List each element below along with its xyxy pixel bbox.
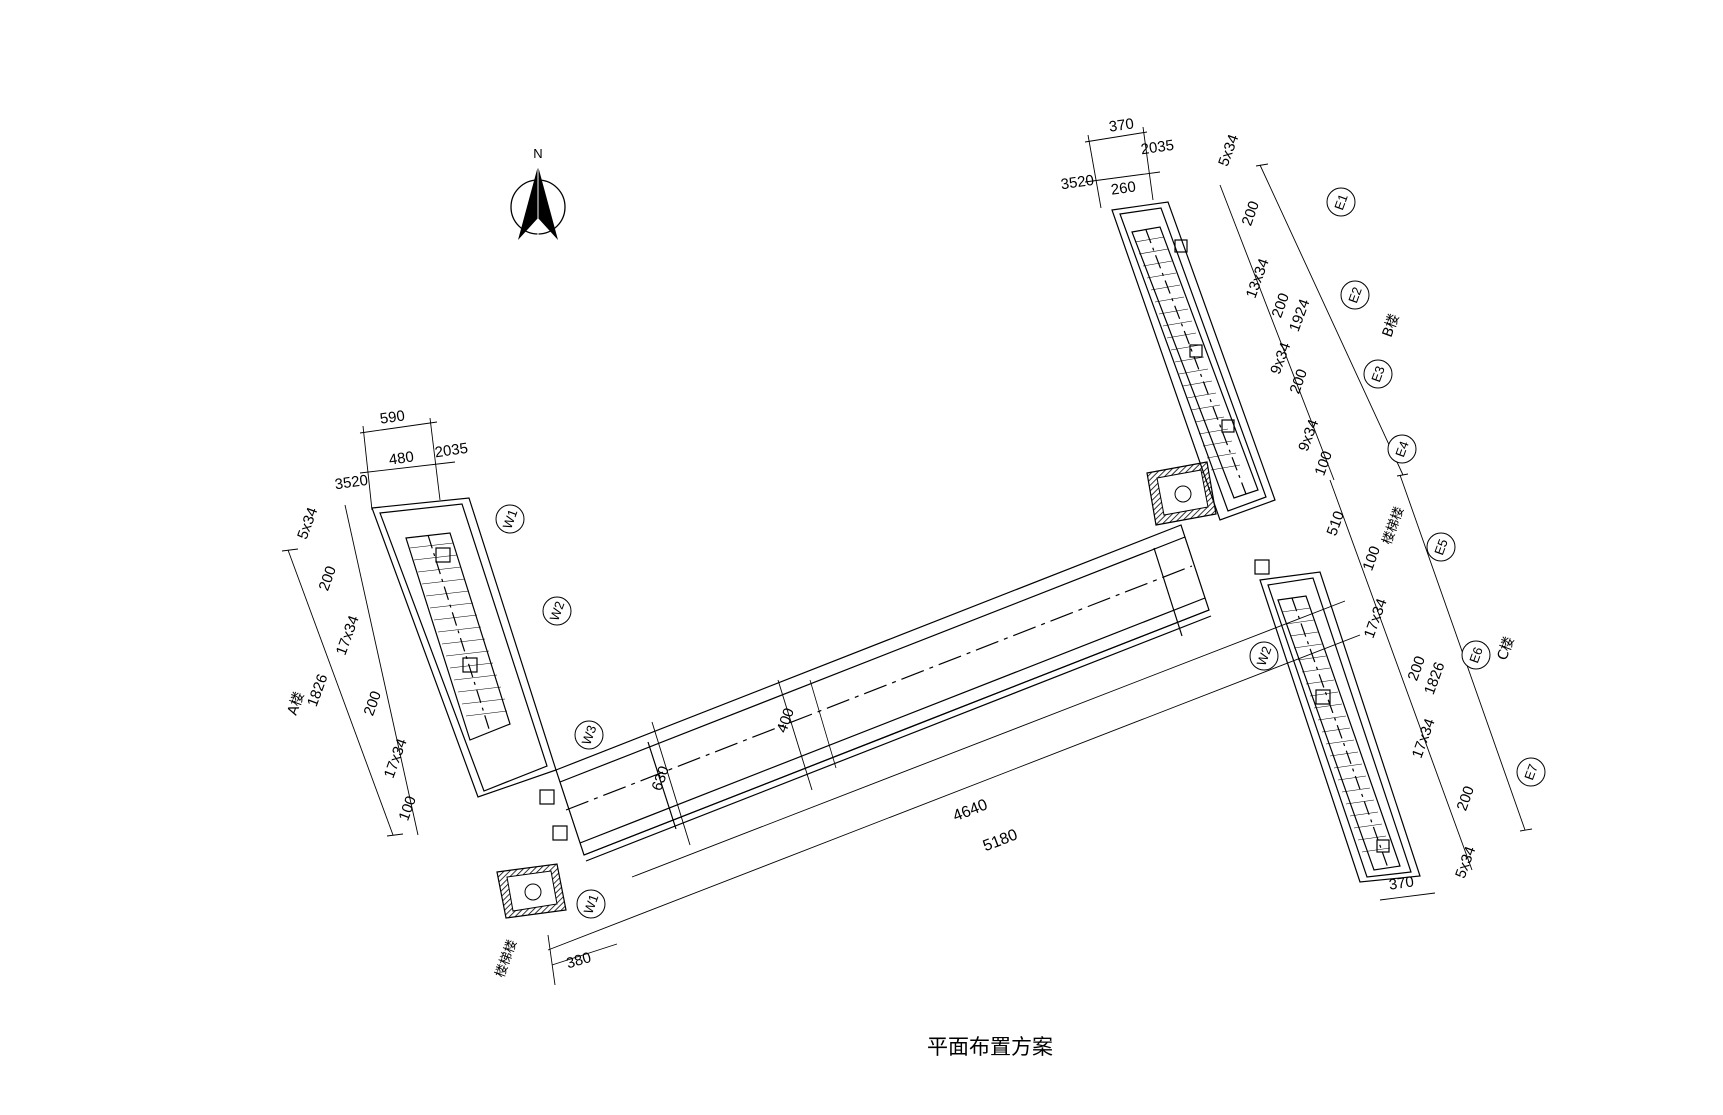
dim-a-17x34-b: 17x34 — [381, 736, 411, 780]
grid-bubbles — [495, 187, 1546, 919]
dim-b-100: 100 — [1312, 449, 1337, 478]
corridor — [555, 524, 1212, 862]
dimension-lines — [281, 126, 1533, 986]
label-stair-building-2: 楼梯楼 — [1380, 505, 1407, 547]
grid-label-e5: E5 — [1431, 537, 1451, 557]
page-title: 平面布置方案 — [927, 1035, 1053, 1059]
grid-label-e3: E3 — [1368, 364, 1388, 384]
dim-a-5x34: 5x34 — [294, 505, 321, 541]
dim-260: 260 — [1110, 178, 1137, 198]
grid-label-e6: E6 — [1466, 645, 1486, 665]
dim-3520-a: 3520 — [334, 472, 369, 493]
dim-480: 480 — [388, 448, 415, 468]
grid-labels: E1 E2 E3 E4 E5 E6 E7 W1 W2 W3 W1 W2 — [500, 192, 1541, 916]
dim-3520-b: 3520 — [1060, 172, 1095, 193]
dim-380: 380 — [564, 949, 593, 972]
grid-label-e7: E7 — [1521, 762, 1541, 782]
grid-label-w3: W3 — [579, 723, 600, 746]
building-a-wing — [371, 497, 568, 841]
dim-b-9x34-b: 9x34 — [1295, 417, 1322, 453]
dim-2035-a: 2035 — [434, 440, 469, 461]
label-building-c: C楼 — [1495, 635, 1518, 663]
dim-a-17x34-a: 17x34 — [333, 613, 363, 657]
dim-630: 630 — [649, 764, 674, 793]
dim-c-370: 370 — [1388, 873, 1415, 893]
elevator-box-sw — [496, 863, 567, 919]
dim-b-9x34-a: 9x34 — [1267, 340, 1294, 376]
dim-a-200-a: 200 — [316, 564, 341, 593]
dim-a-100: 100 — [396, 794, 421, 823]
dim-400: 400 — [774, 706, 799, 735]
grid-label-e2: E2 — [1345, 285, 1365, 305]
north-label: N — [533, 146, 542, 161]
label-stair-building-1: 楼梯楼 — [493, 938, 520, 980]
grid-label-e4: E4 — [1392, 439, 1412, 459]
label-building-b: B楼 — [1380, 312, 1403, 340]
label-building-a: A楼 — [285, 690, 308, 718]
building-b-wing — [1111, 201, 1276, 575]
grid-label-w1: W1 — [500, 507, 521, 530]
dim-b-13x34: 13x34 — [1243, 256, 1273, 300]
dim-4640: 4640 — [951, 796, 990, 825]
grid-label-w2: W2 — [547, 599, 568, 622]
dim-a-1826: 1826 — [304, 672, 331, 709]
dim-5180: 5180 — [981, 826, 1020, 855]
elevator-box-ne — [1146, 461, 1217, 526]
dim-2035-b: 2035 — [1140, 137, 1175, 158]
dim-c-100: 100 — [1360, 544, 1385, 573]
dim-c-510: 510 — [1324, 509, 1349, 538]
dimension-texts: 590 3520 480 2035 5x34 200 17x34 200 17x… — [285, 115, 1518, 979]
dim-a-200-b: 200 — [361, 689, 386, 718]
dim-370-top: 370 — [1108, 115, 1135, 135]
building-c-wing — [1259, 571, 1421, 883]
dim-c-200-b: 200 — [1454, 784, 1479, 813]
dim-c-17x34-b: 17x34 — [1409, 716, 1439, 760]
grid-label-w2b: W2 — [1254, 644, 1275, 667]
dim-b-200-b: 200 — [1269, 291, 1294, 320]
dim-b-200-c: 200 — [1287, 367, 1312, 396]
north-arrow-icon: N — [510, 146, 566, 240]
grid-label-w1b: W1 — [581, 892, 602, 915]
dim-b-5x34: 5x34 — [1215, 132, 1242, 168]
dim-b-200-a: 200 — [1239, 199, 1264, 228]
dim-c-5x34: 5x34 — [1452, 844, 1479, 880]
grid-label-e1: E1 — [1331, 192, 1351, 212]
dim-590: 590 — [379, 407, 406, 427]
